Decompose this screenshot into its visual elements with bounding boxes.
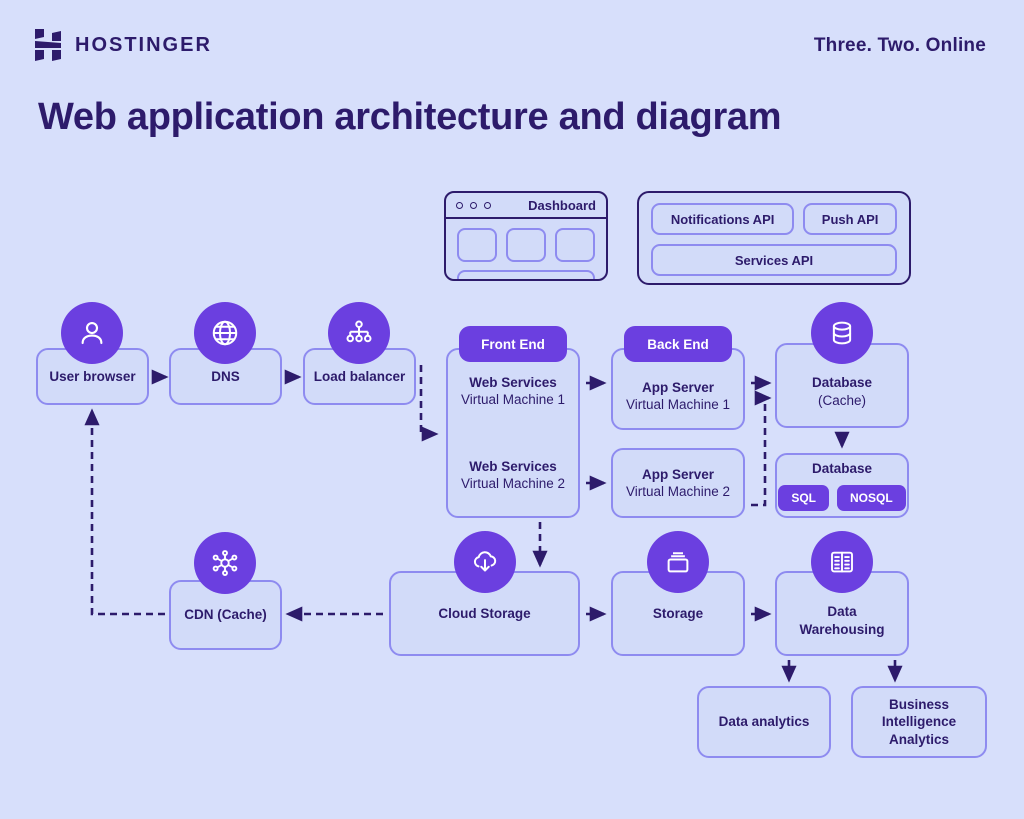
- node-title: Web Services: [469, 458, 557, 474]
- node-front-end-group: Web Services Virtual Machine 1 Web Servi…: [446, 348, 580, 518]
- user-icon: [61, 302, 123, 364]
- window-dot-icon: [484, 201, 491, 209]
- dashboard-tile-row: [457, 228, 595, 262]
- node-label: Load balancer: [313, 368, 406, 384]
- node-title: Business Intelligence: [881, 697, 957, 730]
- node-label: Storage: [652, 605, 704, 621]
- dashboard-body: [446, 219, 606, 279]
- node-title: App Server: [641, 466, 715, 482]
- node-label: User browser: [49, 368, 136, 384]
- node-web-services-2: Web Services Virtual Machine 2: [461, 458, 565, 493]
- database-chip-row: SQL NOSQL: [778, 484, 906, 511]
- dashboard-tile: [506, 228, 546, 262]
- brand-name: HOSTINGER: [75, 33, 212, 56]
- dashboard-title: Dashboard: [528, 197, 596, 213]
- node-title: App Server: [641, 379, 715, 395]
- globe-icon: [194, 302, 256, 364]
- dashboard-window: Dashboard: [444, 191, 608, 281]
- window-dot-icon: [456, 201, 463, 209]
- node-label: DNS: [211, 368, 240, 384]
- node-database: Database SQL NOSQL: [775, 453, 909, 518]
- api-services: Services API: [651, 244, 897, 276]
- node-dns: DNS: [169, 348, 282, 405]
- node-app-server-2: App Server Virtual Machine 2: [611, 448, 745, 518]
- chip-nosql: NOSQL: [837, 484, 906, 511]
- node-subtitle: Virtual Machine 2: [460, 475, 566, 491]
- node-cloud-storage: Cloud Storage: [389, 571, 580, 656]
- api-top-row: Notifications API Push API: [651, 203, 897, 235]
- api-panel: Notifications API Push API Services API: [637, 191, 911, 285]
- node-web-services-1: Web Services Virtual Machine 1: [461, 374, 565, 409]
- brand-logo: HOSTINGER: [33, 28, 212, 62]
- node-label: CDN (Cache): [184, 607, 267, 623]
- node-subtitle: Virtual Machine 1: [460, 392, 566, 408]
- node-bi-analytics: Business Intelligence Analytics: [851, 686, 987, 758]
- window-dots: [456, 201, 491, 209]
- page-title: Web application architecture and diagram: [38, 96, 782, 138]
- dashboard-tile: [457, 228, 497, 262]
- node-data-analytics: Data analytics: [697, 686, 831, 758]
- node-subtitle: Virtual Machine 2: [625, 484, 731, 499]
- network-hierarchy-icon: [328, 302, 390, 364]
- hostinger-h-mark-icon: [35, 29, 61, 61]
- database-icon: [811, 302, 873, 364]
- node-subtitle: Virtual Machine 1: [625, 397, 731, 412]
- data-warehouse-icon: [811, 531, 873, 593]
- chip-sql: SQL: [778, 484, 829, 511]
- brand-tagline: Three. Two. Online: [813, 35, 986, 56]
- node-title: Web Services: [469, 375, 557, 390]
- node-title: Data: [827, 604, 857, 620]
- window-dot-icon: [470, 201, 477, 209]
- dashboard-titlebar: Dashboard: [446, 193, 606, 219]
- dashboard-wide-tile: [457, 270, 595, 279]
- node-subtitle: (Cache): [817, 392, 866, 408]
- node-subtitle: Warehousing: [799, 621, 885, 637]
- node-label: Cloud Storage: [438, 605, 531, 621]
- api-bottom-row: Services API: [651, 244, 897, 276]
- node-title: Database: [811, 461, 873, 477]
- cloud-download-icon: [454, 531, 516, 593]
- node-subtitle: Analytics: [888, 731, 950, 747]
- node-title: Database: [811, 375, 873, 391]
- storage-box-icon: [647, 531, 709, 593]
- cdn-nodes-icon: [194, 532, 256, 594]
- label-back-end: Back End: [624, 326, 732, 362]
- node-label: Data analytics: [718, 714, 810, 730]
- api-push: Push API: [803, 203, 897, 235]
- label-front-end: Front End: [459, 326, 567, 362]
- dashboard-tile: [555, 228, 595, 262]
- api-notifications: Notifications API: [651, 203, 795, 235]
